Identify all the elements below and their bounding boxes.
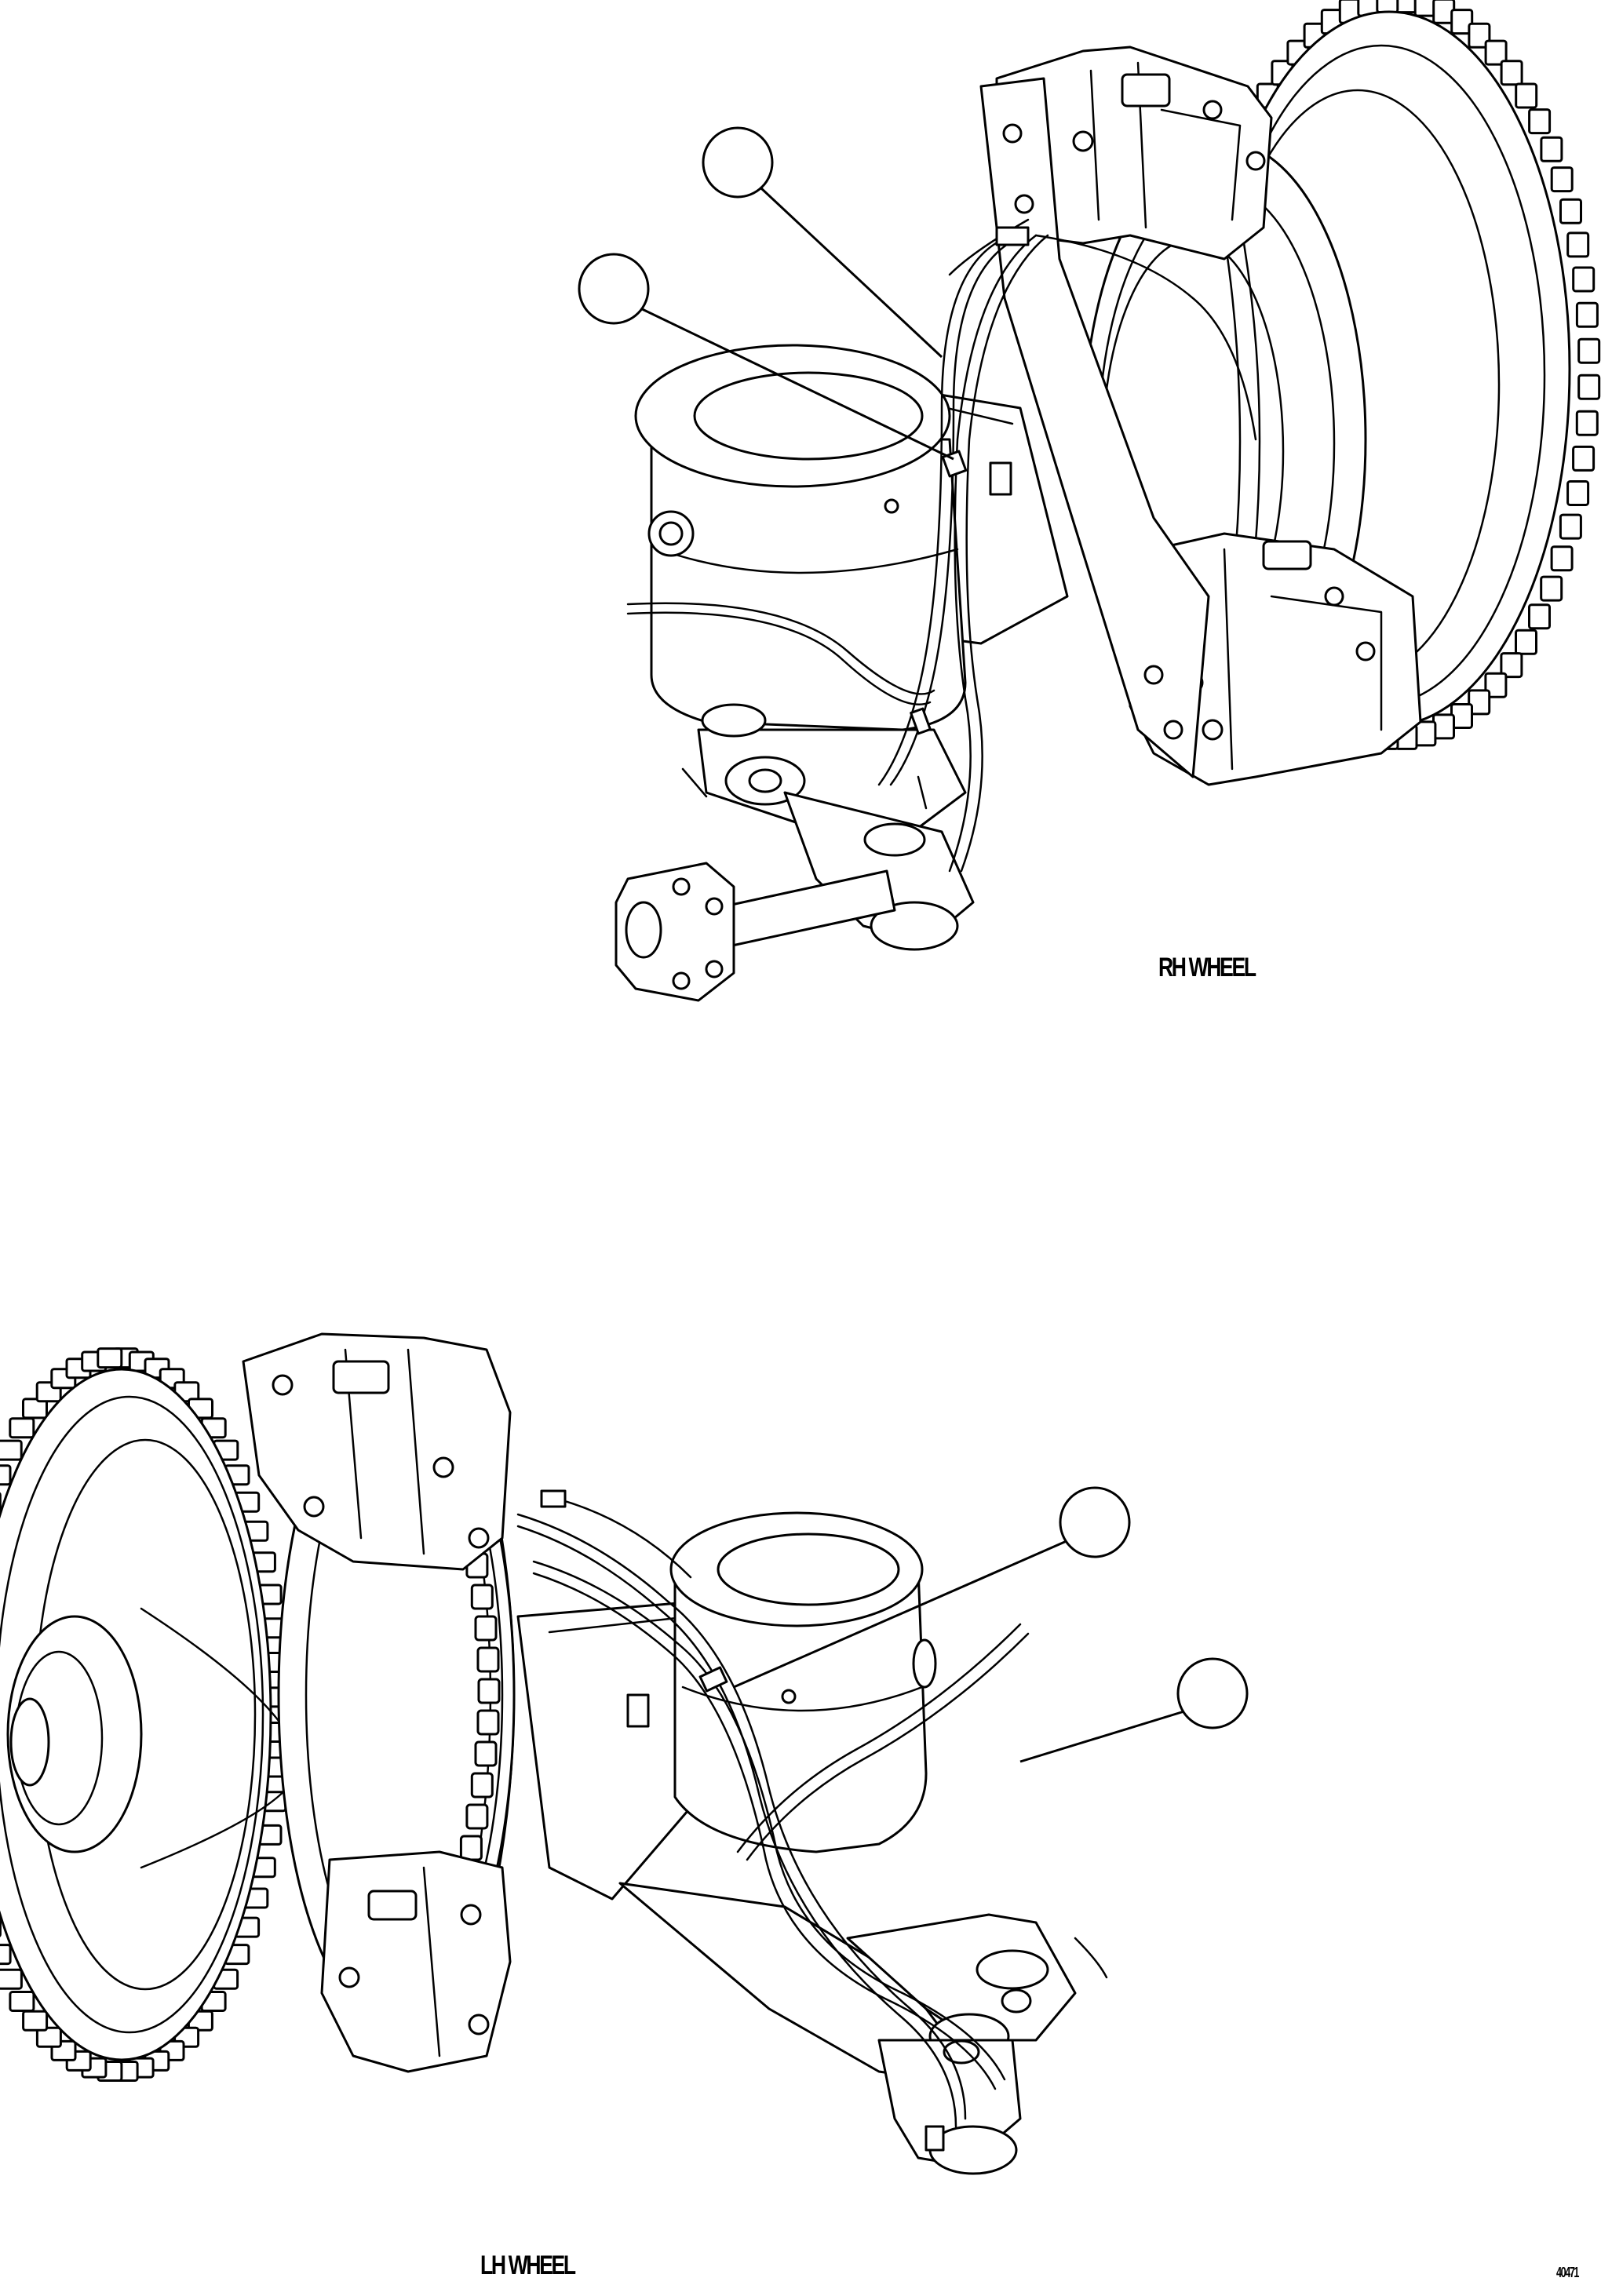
lh-upper-caliper [243, 1334, 510, 1569]
tread-tooth [1541, 137, 1562, 161]
tread-tooth [1530, 605, 1550, 629]
tread-tooth [1396, 0, 1417, 13]
disc-pad [479, 1679, 499, 1703]
tread-tooth [1552, 168, 1572, 191]
tread-tooth [1574, 268, 1594, 291]
tread-tooth [0, 1441, 21, 1460]
rh-wheel-label: RH WHEEL [1158, 953, 1255, 983]
tread-tooth [1541, 577, 1562, 600]
lh-steering-linkage [620, 1883, 1075, 2174]
lh-wheel-view [0, 1334, 1247, 2174]
tread-tooth [10, 1992, 34, 2011]
lh-wheel-label: LH WHEEL [480, 2250, 574, 2281]
disc-pad [461, 1836, 481, 1860]
disc-pad [467, 1805, 487, 1828]
lh-callout-2 [1020, 1659, 1247, 1762]
disc-pad [476, 1742, 496, 1766]
disc-pad [472, 1585, 492, 1609]
tread-tooth [24, 2011, 47, 2030]
tread-tooth [1516, 630, 1537, 654]
tread-tooth [1577, 303, 1597, 326]
tread-tooth [1552, 547, 1572, 570]
tread-tooth [98, 1349, 122, 1368]
tread-tooth [10, 1419, 34, 1438]
disc-pad [476, 1616, 496, 1640]
tread-tooth [1516, 84, 1537, 108]
tread-tooth [0, 1466, 10, 1485]
disc-pad [478, 1648, 498, 1671]
tread-tooth [1377, 0, 1398, 13]
tread-tooth [0, 1970, 21, 1988]
tread-tooth [1579, 375, 1599, 399]
tread-tooth [1568, 482, 1588, 505]
rh-tie-rod [616, 863, 895, 1000]
figure-code: 40471 [1556, 2265, 1578, 2281]
lh-lower-caliper [322, 1852, 510, 2072]
tread-tooth [1501, 61, 1522, 85]
tread-tooth [1574, 446, 1594, 470]
disc-pad [472, 1773, 492, 1797]
rh-callout-1 [703, 128, 942, 357]
tread-tooth [0, 1945, 10, 1964]
tread-tooth [1560, 515, 1581, 538]
tread-tooth [1577, 411, 1597, 435]
rh-wheel-view [579, 0, 1599, 1000]
disc-pad [478, 1711, 498, 1734]
tread-tooth [1530, 110, 1550, 133]
tread-tooth [1561, 199, 1581, 223]
tread-tooth [1568, 233, 1588, 257]
tread-tooth [1579, 339, 1599, 363]
